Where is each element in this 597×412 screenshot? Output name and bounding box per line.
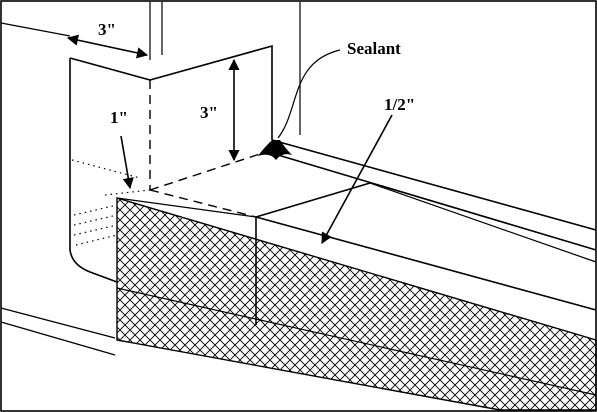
backer-midline — [116, 287, 597, 396]
sealant-bead — [258, 49, 341, 160]
gap-arrow — [321, 114, 393, 244]
height-label: 3" — [200, 103, 218, 122]
hidden-dotted-lines — [71, 159, 151, 246]
top-width-label: 3" — [98, 20, 116, 39]
flange-top-edge — [69, 57, 151, 81]
overlap-arrow — [120, 135, 134, 190]
upstand-hidden-base — [149, 149, 273, 191]
flashing-flange — [69, 58, 118, 283]
wall-lines — [0, 2, 301, 356]
upstand-panel — [149, 44, 273, 140]
top-width-dimension — [66, 34, 149, 59]
hatched-backer — [116, 197, 597, 411]
sill-hidden-edge — [149, 189, 257, 218]
gap-label: 1/2" — [384, 95, 415, 114]
overlap-label: 1" — [110, 108, 128, 127]
sill-body — [116, 139, 597, 325]
sealant-label: Sealant — [347, 39, 401, 58]
